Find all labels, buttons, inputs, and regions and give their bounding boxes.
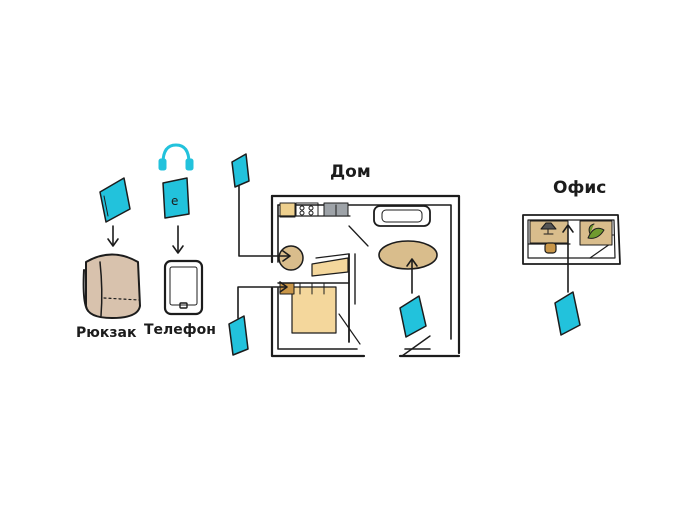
connector-arrow xyxy=(562,224,574,293)
connector-arrow xyxy=(238,185,291,262)
book-icon xyxy=(554,291,581,336)
book-icon xyxy=(99,177,131,223)
home-label: Дом xyxy=(330,162,371,182)
headphones-icon xyxy=(158,143,194,171)
svg-text:e: e xyxy=(171,194,178,208)
ebook-icon: e xyxy=(162,177,190,219)
office-label: Офис xyxy=(553,178,607,198)
backpack-icon xyxy=(82,253,141,319)
arrow-down-icon xyxy=(107,225,119,247)
connector-arrow xyxy=(406,258,418,294)
connector-arrow xyxy=(237,281,288,319)
book-icon xyxy=(228,315,249,356)
book-icon xyxy=(399,295,427,338)
backpack-label: Рюкзак xyxy=(76,325,137,341)
office-plan xyxy=(522,214,621,265)
smartphone-icon xyxy=(163,259,204,316)
book-icon xyxy=(231,153,250,188)
arrow-down-icon xyxy=(172,225,184,254)
floor-plan xyxy=(270,194,461,358)
phone-label: Телефон xyxy=(144,322,216,338)
